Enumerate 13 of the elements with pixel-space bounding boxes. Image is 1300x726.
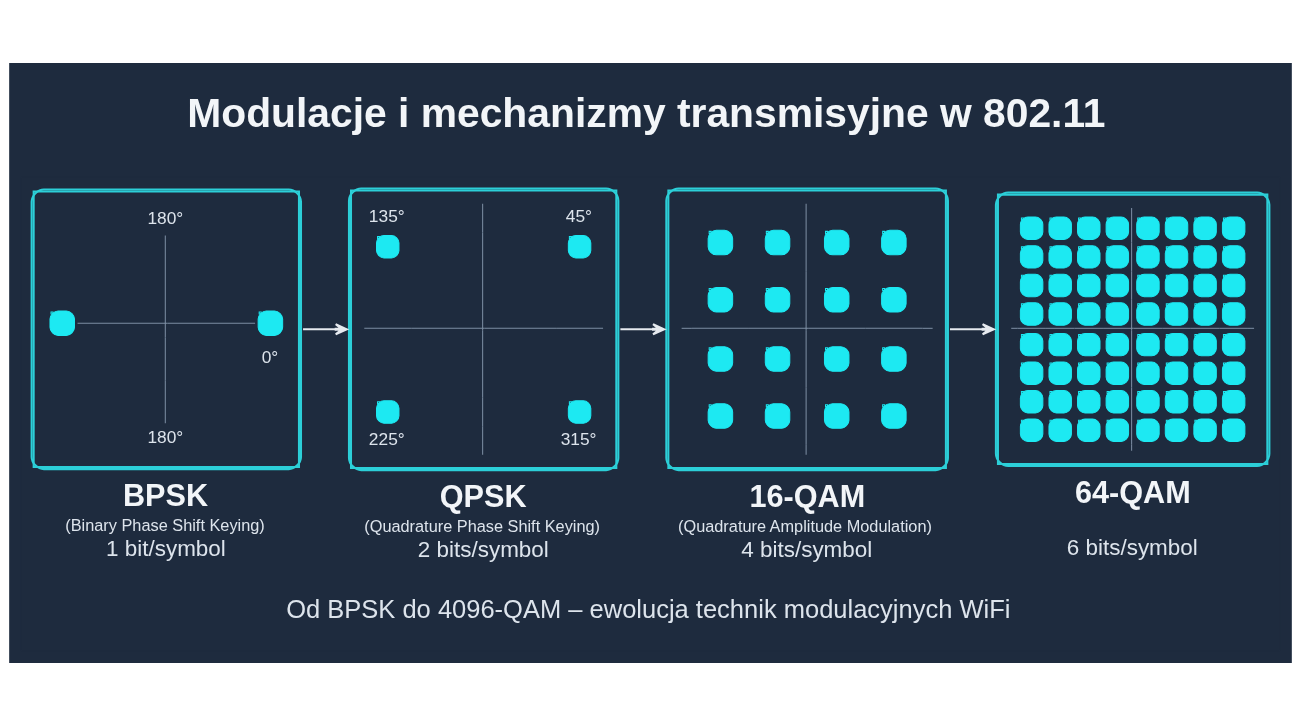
node-label: 2 bits/symbol [417, 537, 549, 563]
node-label: 4 bits/symbol [740, 537, 872, 563]
node-label: (Quadrature Phase Shift Keying) [363, 517, 600, 536]
node-label: (Quadrature Amplitude Modulation) [677, 517, 932, 536]
node-label: 6 bits/symbol [1066, 535, 1198, 561]
node-label: 16-QAM [748, 478, 865, 513]
node-label: 1 bit/symbol [105, 536, 226, 562]
caption: Od BPSK do 4096-QAM – ewolucja technik modulacyjnych WiFi [285, 595, 1010, 624]
node-label: QPSK [439, 478, 527, 513]
diagram-title: Modulacje i mechanizmy transmisyjne w 802.11 [186, 90, 1106, 137]
node-label: BPSK [122, 477, 208, 512]
node-label: 64-QAM [1074, 474, 1191, 509]
node-label: (Binary Phase Shift Keying) [64, 516, 265, 535]
